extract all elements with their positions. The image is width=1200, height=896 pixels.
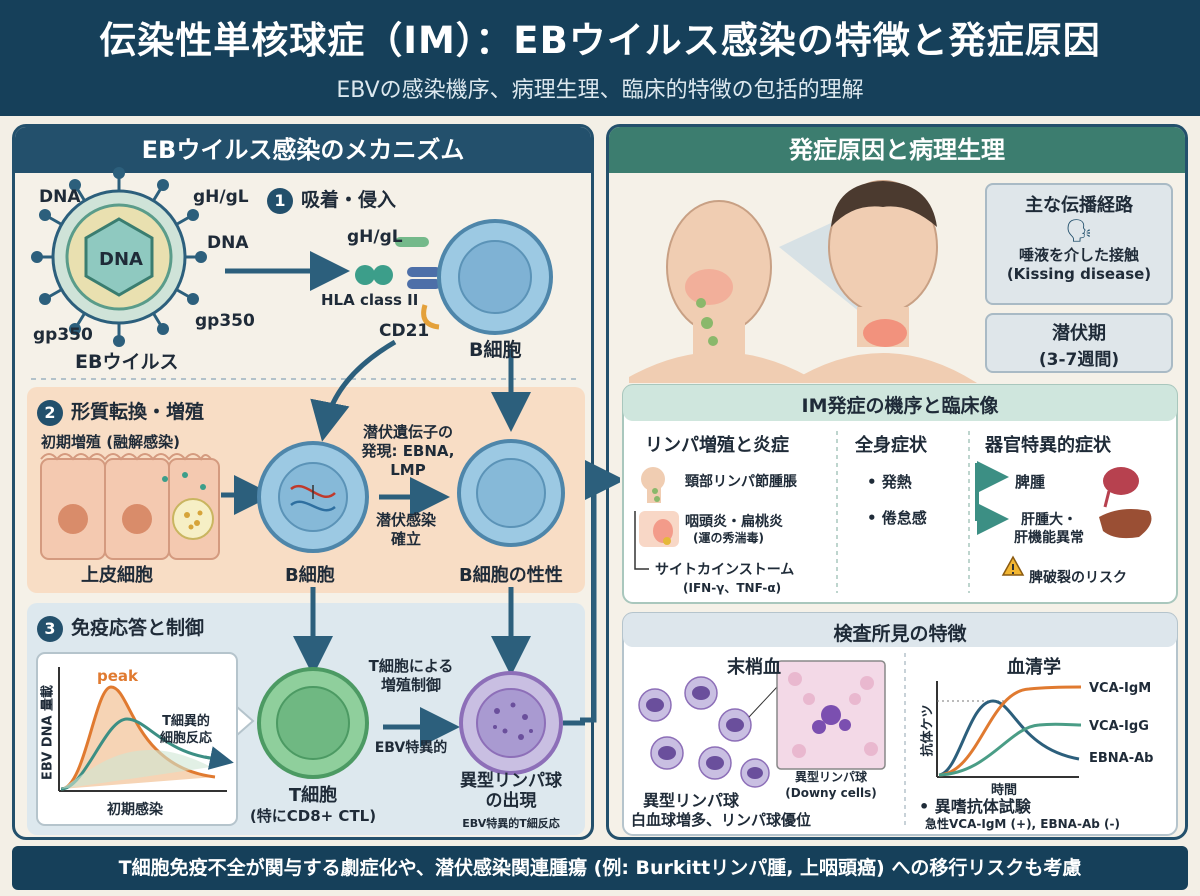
serology-ebna: EBNA-Ab <box>1089 751 1154 766</box>
serology-xlabel: 時間 <box>991 783 1018 798</box>
step3-title-text: 免疫応答と制御 <box>71 617 205 639</box>
col2-item2: • 倦怠感 <box>867 509 927 527</box>
step2-bcell-nature: B細胞の性性 <box>459 565 563 586</box>
speech-icon: 🗣 <box>1065 219 1093 244</box>
virus-label-gh-gl: gH/gL <box>193 187 249 207</box>
graph-response-label: T細異的 細胞反応 <box>159 714 212 746</box>
step1-title-text: 吸着・侵入 <box>301 189 397 211</box>
step2-latent-genes: 潜伏遺伝子の 発現: EBNA, LMP <box>361 423 455 479</box>
step2-number: 2 <box>37 400 63 426</box>
blood-summary: 白血球増多、リンパ球優位 <box>631 811 812 829</box>
col3-warning: 脾破裂のリスク <box>1029 570 1127 586</box>
downy-inset-label: 異型リンパ球 (Downy cells) <box>785 770 877 800</box>
tcell-control-label: T細胞による 増殖制御 <box>368 657 454 694</box>
ebv-specific-label: EBV特異的 <box>374 740 448 756</box>
virus-label-gp350-left: gp350 <box>33 325 93 345</box>
tcell-sublabel: (特にCD8+ CTL) <box>249 807 377 825</box>
virus-label-dna-top: DNA <box>39 187 81 207</box>
serology-test: • 異嗜抗体試験 <box>919 797 1031 816</box>
graph-ylabel: EBV DNA 量載 <box>40 684 56 781</box>
col1-item2-sub: (運の秀湍毒) <box>693 531 764 545</box>
serology-vca-igg: VCA-IgG <box>1089 719 1149 734</box>
blood-title: 末梢血 <box>727 657 781 678</box>
step1-gh-gl: gH/gL <box>347 227 403 247</box>
step2-latent-established: 潜伏感染 確立 <box>375 511 436 548</box>
graph-xlabel: 初期感染 <box>107 802 163 818</box>
panel-connector-arrow <box>580 460 620 723</box>
atypical-lymphocytes-cluster <box>638 676 770 788</box>
virus-name: EBウイルス <box>75 351 179 373</box>
serology-title: 血清学 <box>1007 657 1061 678</box>
downy-cell-inset <box>812 705 851 734</box>
ebv-virus-icon <box>31 167 207 347</box>
tcell-label: T細胞 <box>288 785 338 806</box>
serology-ylabel: 抗体ケツ <box>920 704 936 757</box>
serology-vca-igm: VCA-IgM <box>1089 681 1152 696</box>
graph-peak-label: peak <box>97 667 139 685</box>
step3-title: 3 免疫応答と制御 <box>37 613 204 642</box>
receptor-icons <box>355 237 441 330</box>
liver-icon <box>1099 509 1152 539</box>
col2-title: 全身症状 <box>855 435 927 456</box>
step2-bcell: B細胞 <box>285 565 335 586</box>
transformed-b-cell-icon <box>457 439 565 547</box>
step1-number: 1 <box>267 188 293 214</box>
col1-item2: 咽頭炎・扁桃炎 <box>685 514 783 530</box>
step2-title: 2 形質転換・増殖 <box>37 397 204 426</box>
pathophysiology-diagram-svg <box>622 180 1178 836</box>
page-subtitle: EBVの感染機序、病理生理、臨床的特徴の包括的理解 <box>336 78 864 103</box>
step3-number: 3 <box>37 616 63 642</box>
incubation-value: (3-7週間) <box>1038 350 1120 370</box>
col2-item1: • 発熱 <box>867 473 912 491</box>
col3-item2: 肝腫大・ 肝機能異常 <box>1014 512 1084 546</box>
col1-item1: 頸部リンパ節腫脹 <box>685 474 797 490</box>
step1-cd21: CD21 <box>379 321 430 341</box>
atypical-sublabel: EBV特異的T細反応 <box>462 817 560 830</box>
infected-b-cell-icon <box>257 441 369 553</box>
footer-banner: T細胞免疫不全が関与する劇症化や、潜伏感染関連腫瘍 (例: Burkittリンパ… <box>12 846 1188 890</box>
mechanism-diagram-svg <box>27 167 585 835</box>
col1-item3: サイトカインストーム <box>655 562 795 578</box>
step2-epithelial: 上皮細胞 <box>81 565 153 586</box>
pathophysiology-panel-title: 発症原因と病理生理 <box>609 127 1185 173</box>
col1-item3-sub: (IFN-γ、TNF-α) <box>683 581 782 595</box>
step1-hla: HLA class II <box>321 291 419 309</box>
step1-bcell: B細胞 <box>469 339 522 361</box>
pathophysiology-panel: 発症原因と病理生理 <box>606 124 1188 840</box>
transmission-route-sub: (Kissing disease) <box>1006 265 1152 283</box>
virus-label-gp350-right: gp350 <box>195 311 255 331</box>
patient-heads-illustration <box>629 180 977 383</box>
page-title: 伝染性単核球症（IM）：EBウイルス感染の特徴と発症原因 <box>99 19 1101 62</box>
atypical-lymphocyte-icon <box>459 671 563 775</box>
col3-item1: 脾腫 <box>1015 473 1046 491</box>
step2-early: 初期増殖 (融解感染) <box>41 433 180 451</box>
epithelial-cells-icon <box>40 453 220 560</box>
transmission-route: 唾液を介した接触 <box>1018 246 1139 264</box>
transmission-box: 主な伝播経路 🗣 唾液を介した接触 (Kissing disease) <box>985 183 1173 305</box>
mechanism-title: IM発症の機序と臨床像 <box>801 395 999 417</box>
incubation-box: 潜伏期 (3-7週間) <box>985 313 1173 373</box>
virus-label-dna-right: DNA <box>207 233 249 253</box>
step1-title: 1 吸着・侵入 <box>267 185 396 214</box>
warning-icon <box>1001 555 1025 576</box>
spleen-icon <box>1103 467 1139 508</box>
throat-icon <box>639 511 679 547</box>
b-cell-icon <box>437 219 553 335</box>
atypical-label: 異型リンパ球 の出現 <box>460 771 562 811</box>
serology-test-sub: 急性VCA-IgM (+), EBNA-Ab (-) <box>925 817 1120 831</box>
mechanism-panel: EBウイルス感染のメカニズム <box>12 124 594 840</box>
neck-lymph-icon <box>641 467 665 503</box>
transmission-title: 主な伝播経路 <box>1025 195 1133 216</box>
t-cell-icon <box>257 667 369 779</box>
step2-title-text: 形質転換・増殖 <box>71 401 205 423</box>
col3-title: 器官特異的症状 <box>985 435 1111 456</box>
blood-cells-label: 異型リンパ球 <box>643 791 740 810</box>
mechanism-panel-title: EBウイルス感染のメカニズム <box>15 127 591 173</box>
virus-label-dna-center: DNA <box>99 249 143 270</box>
incubation-title: 潜伏期 <box>1052 323 1106 344</box>
findings-title: 検査所見の特徴 <box>833 623 967 645</box>
header-banner: 伝染性単核球症（IM）：EBウイルス感染の特徴と発症原因 EBVの感染機序、病理… <box>0 0 1200 116</box>
col1-title: リンパ増殖と炎症 <box>645 435 789 456</box>
